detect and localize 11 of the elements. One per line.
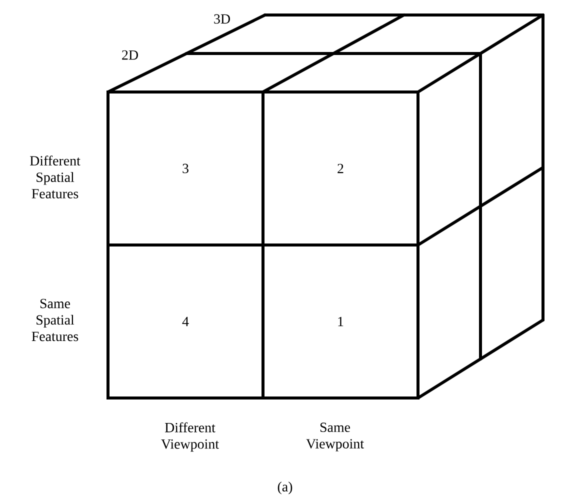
caption: (a) [278, 482, 292, 494]
cube-cell: 1 [262, 243, 420, 400]
axis-label: Same Viewpoint [306, 422, 364, 452]
axis-label: Different Viewpoint [161, 422, 219, 452]
cube-cell: 4 [106, 243, 264, 400]
axis-label: 2D [122, 50, 138, 60]
axis-label: Different Spatial Features [30, 156, 80, 198]
cube-cell: 3 [106, 90, 264, 246]
axis-label: Same Spatial Features [32, 298, 78, 342]
axis-label: 3D [214, 14, 230, 24]
cube-cell: 2 [262, 90, 420, 246]
